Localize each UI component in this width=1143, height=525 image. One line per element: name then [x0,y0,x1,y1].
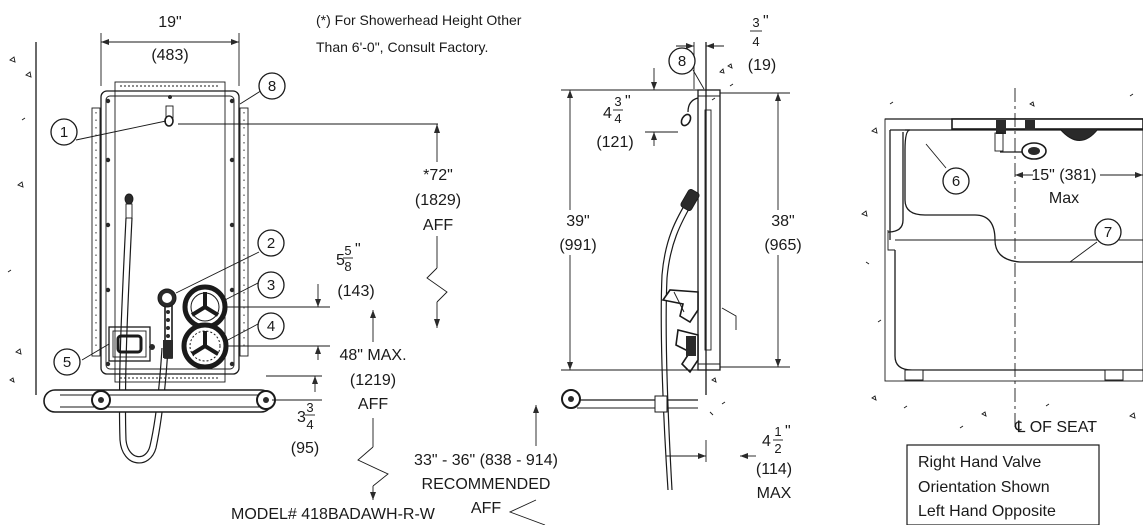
note-line2: Orientation Shown [918,479,1050,496]
callout-6: 6 [952,173,960,190]
valve-handle-icon [182,284,228,330]
bar-offset-whole: 3 [297,409,306,426]
bar-height-note: RECOMMENDED [422,476,551,493]
centerline-label: ℄ OF SEAT [1014,419,1097,436]
depth-unit: " [763,13,769,30]
valve-height-mm: (1219) [350,372,396,389]
callout-5: 5 [63,354,71,371]
front-view: 19" (483) [7,14,461,523]
projection-unit: " [785,423,791,440]
callout-3: 3 [267,277,275,294]
bar-height-in: 33" - 36" (838 - 914) [414,452,558,469]
callout-8-front: 8 [268,78,276,95]
plan-view: 15" (381) Max 6 7 ℄ OF SEAT Right Hand V… [861,88,1143,525]
valve-height-ref: AFF [358,396,388,413]
showerhead-height-in: *72" [423,167,453,184]
bar-offset-num: 3 [306,400,313,415]
model-number: MODEL# 418BADAWH-R-W [231,506,436,523]
valve-height-in: 48" MAX. [339,347,406,364]
arm-drop-num: 3 [614,94,621,109]
valve-spacing-num: 5 [344,243,351,258]
showerhead-height-mm: (1829) [415,192,461,209]
valve-spacing-den: 8 [344,259,351,274]
valve-spacing-whole: 5 [336,252,345,269]
arm-drop-den: 4 [614,111,621,126]
width-mm: (483) [151,47,188,64]
header-note-line2: Than 6'-0", Consult Factory. [316,39,488,55]
arm-drop-unit: " [625,93,631,110]
projection-mm: (114) [756,461,792,478]
arm-drop-whole: 4 [603,105,612,122]
valve-spacing-mm: (143) [337,283,374,300]
note-line3: Left Hand Opposite [918,503,1056,520]
panel-height-in: 38" [771,213,794,230]
overall-height-mm: (991) [559,237,596,254]
projection-den: 2 [774,441,781,456]
reach-note: Max [1049,190,1079,207]
valve-spacing-unit: " [355,241,361,258]
bar-offset-mm: (95) [291,440,319,457]
overall-height-in: 39" [566,213,589,230]
projection-note: MAX [757,485,792,502]
bar-height-ref: AFF [471,500,501,517]
panel-height-mm: (965) [764,237,801,254]
side-view: 3 4 " (19) 8 [414,13,802,525]
reach-label: 15" (381) [1031,167,1096,184]
callout-7: 7 [1104,224,1112,241]
header-note-line1: (*) For Showerhead Height Other [316,12,522,28]
callout-1: 1 [60,124,68,141]
showerhead-height-ref: AFF [423,217,453,234]
depth-num: 3 [752,15,759,30]
arm-drop-mm: (121) [596,134,633,151]
bar-offset-den: 4 [306,417,313,432]
projection-whole: 4 [762,433,771,450]
projection-num: 1 [774,424,781,439]
callout-4: 4 [267,318,275,335]
note-line1: Right Hand Valve [918,454,1041,471]
depth-mm: (19) [748,57,776,74]
callout-2: 2 [267,235,275,252]
temperature-dial-icon [181,322,229,370]
callout-8-side: 8 [678,53,686,70]
depth-den: 4 [752,34,759,49]
width-in: 19" [158,14,181,31]
